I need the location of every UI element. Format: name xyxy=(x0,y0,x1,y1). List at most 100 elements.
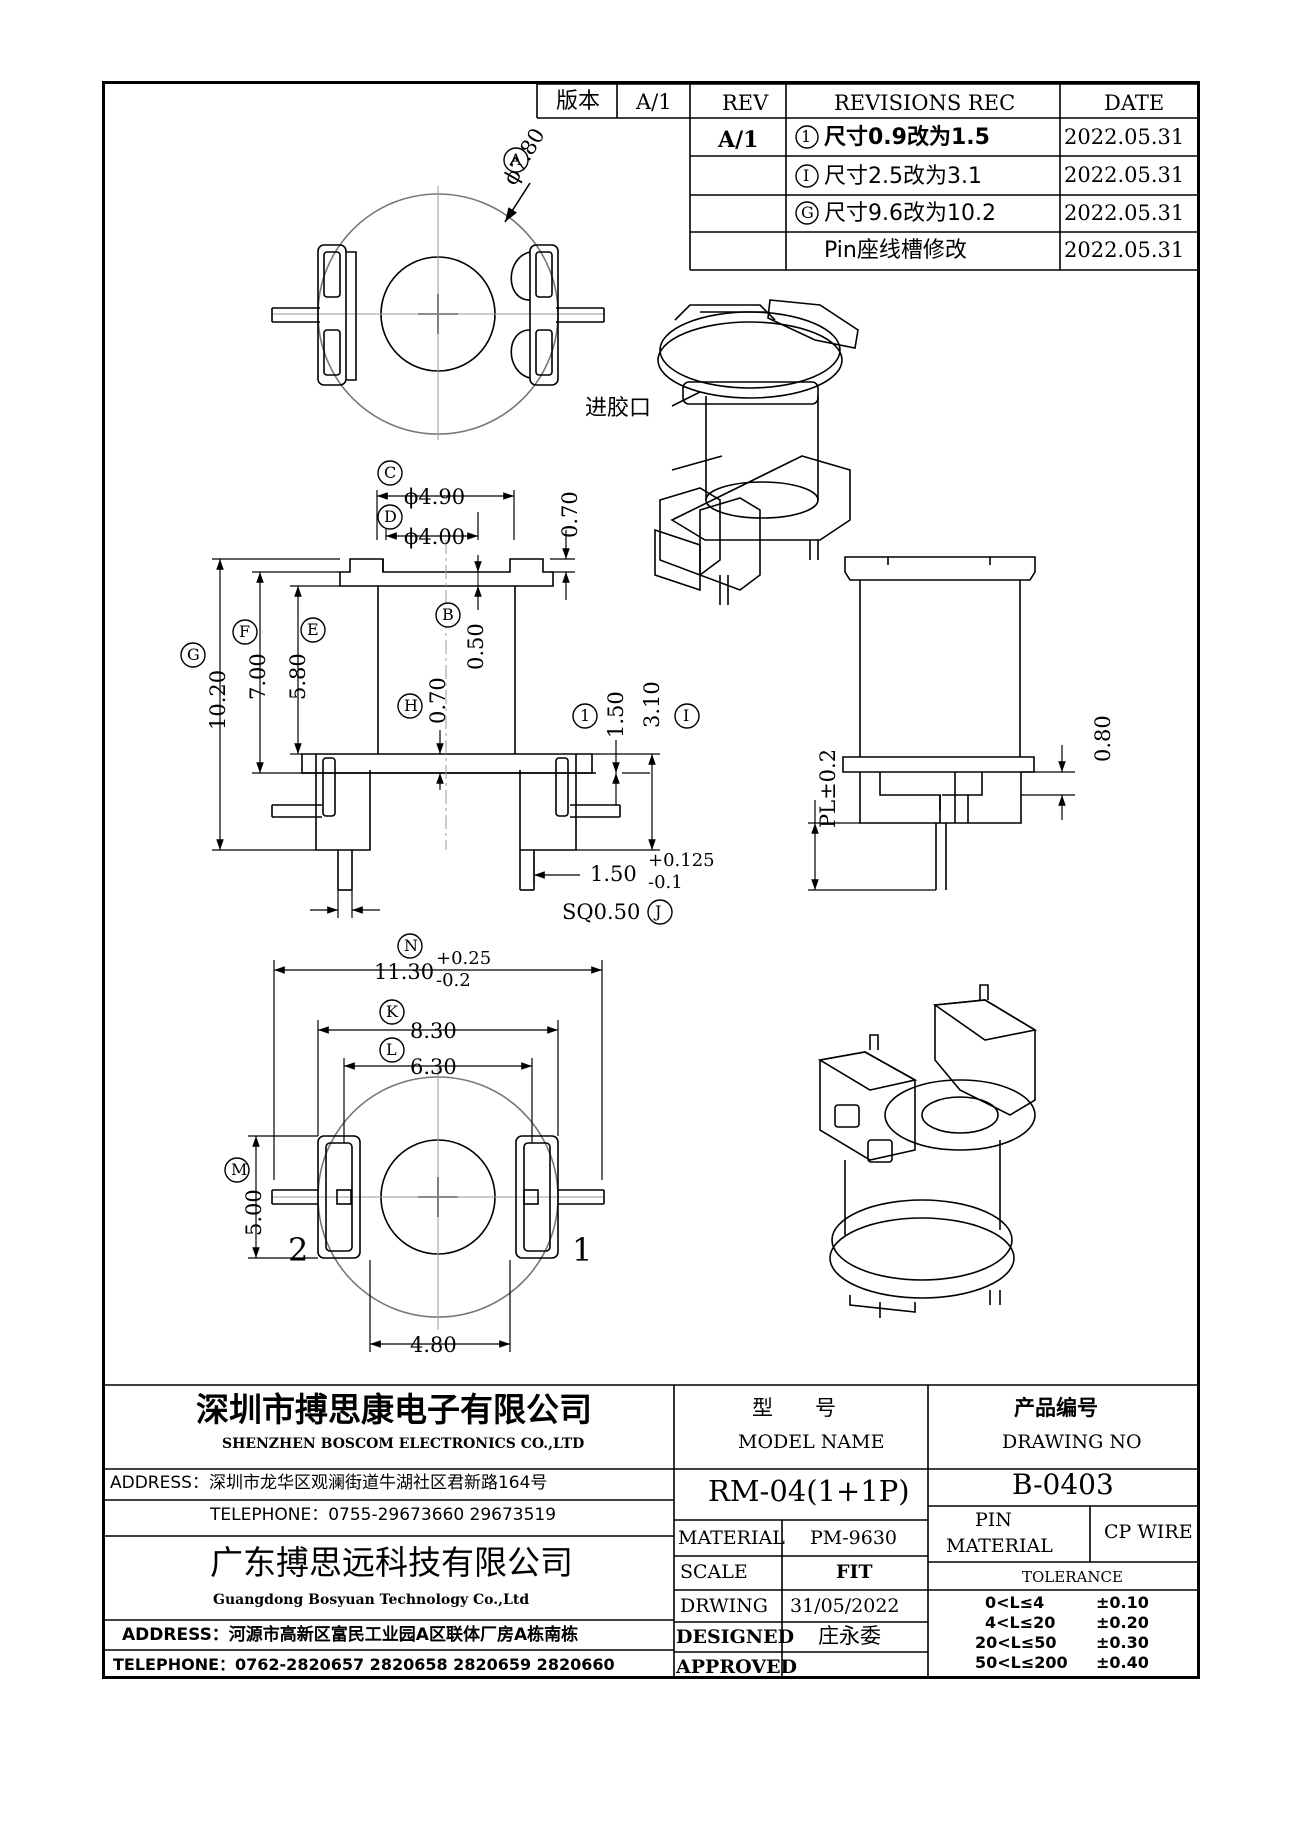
callout-b: B xyxy=(442,605,454,624)
telephone1: TELEPHONE：0755-29673660 29673519 xyxy=(210,1505,557,1525)
revision-row-text: 尺寸0.9改为1.5 xyxy=(824,125,990,150)
revision-mark: 1 xyxy=(801,127,812,146)
tolerance-range: 4<L≤20 xyxy=(985,1613,1056,1632)
dim-g-1020: 10.20 xyxy=(206,669,230,730)
address1: ADDRESS：深圳市龙华区观澜街道牛湖社区君新路164号 xyxy=(110,1473,548,1493)
revision-mark: G xyxy=(801,203,814,222)
revision-row-date: 2022.05.31 xyxy=(1064,238,1185,262)
callout-e: E xyxy=(307,620,319,639)
dim-pin-tol-down: -0.1 xyxy=(648,872,683,893)
front-view xyxy=(212,490,660,918)
tolerance-value: ±0.10 xyxy=(1096,1593,1149,1612)
revision-mark: I xyxy=(803,166,810,185)
model-label-en: MODEL NAME xyxy=(738,1431,885,1453)
drawing-label-en: DRAWING NO xyxy=(1002,1431,1142,1453)
model-value: RM-04(1+1P) xyxy=(708,1474,910,1508)
tolerance-value: ±0.40 xyxy=(1096,1653,1149,1672)
inlet-label: 进胶口 xyxy=(585,396,652,421)
dim-flange-070: 0.70 xyxy=(558,491,582,538)
dim-k-830: 8.30 xyxy=(410,1019,457,1043)
callout-a: A xyxy=(510,150,522,169)
isometric-view-2 xyxy=(817,984,1038,1318)
callout-n: N xyxy=(404,936,418,955)
callout-h: H xyxy=(404,696,418,715)
revision-row-date: 2022.05.31 xyxy=(1064,201,1185,225)
callout-d: D xyxy=(384,507,397,526)
dim-j-sq: SQ0.50 xyxy=(562,900,641,924)
revision-row-date: 2022.05.31 xyxy=(1064,163,1185,187)
callout-f: F xyxy=(239,622,251,641)
dim-n-tol-down: -0.2 xyxy=(436,970,471,991)
dim-c-diameter: ϕ4.90 xyxy=(404,485,466,509)
dim-d-diameter: ϕ4.00 xyxy=(404,525,466,549)
approved-label: APPROVED xyxy=(676,1656,798,1678)
dim-h-070: 0.70 xyxy=(426,677,450,724)
company1-en: SHENZHEN BOSCOM ELECTRONICS CO.,LTD xyxy=(222,1436,585,1452)
designed-value: 庄永委 xyxy=(818,1624,881,1648)
dim-m-500: 5.00 xyxy=(242,1189,266,1236)
dim-e-580: 5.80 xyxy=(286,653,310,700)
address2: ADDRESS：河源市高新区富民工业园A区联体厂房A栋南栋 xyxy=(122,1625,579,1645)
pin-number-2: 2 xyxy=(288,1231,309,1269)
isometric-view-1 xyxy=(654,299,859,605)
revision-row-text: Pin座线槽修改 xyxy=(824,238,967,263)
tolerance-range: 0<L≤4 xyxy=(985,1593,1045,1612)
drawing-label-cn: 产品编号 xyxy=(1014,1396,1098,1420)
callout-m: M xyxy=(231,1160,248,1179)
scale-value: FIT xyxy=(836,1561,873,1583)
revisions-rec-header: REVISIONS REC xyxy=(834,91,1016,115)
drawing-value: B-0403 xyxy=(1012,1468,1114,1501)
revision-row-text: 尺寸2.5改为3.1 xyxy=(824,164,982,189)
top-view xyxy=(271,182,605,440)
dim-bottom-480: 4.80 xyxy=(410,1333,457,1357)
company2-cn: 广东搏思远科技有限公司 xyxy=(210,1543,573,1582)
company2-en: Guangdong Bosyuan Technology Co.,Ltd xyxy=(213,1592,530,1608)
dim-b-050: 0.50 xyxy=(464,623,488,670)
version-value: A/1 xyxy=(636,90,672,114)
dim-side-080: 0.80 xyxy=(1091,715,1115,762)
pin-material-line1: PIN xyxy=(975,1509,1012,1531)
dim-n-1130: 11.30 xyxy=(374,960,435,984)
model-label-cn: 型 号 xyxy=(752,1396,836,1420)
drwing-label: DRWING xyxy=(680,1595,768,1617)
tolerance-value: ±0.30 xyxy=(1096,1633,1149,1652)
callout-c: C xyxy=(384,463,397,482)
pin-material-line2: MATERIAL xyxy=(946,1535,1053,1557)
callout-j: J xyxy=(655,902,662,921)
scale-label: SCALE xyxy=(680,1561,748,1583)
pin-material-value: CP WIRE xyxy=(1104,1521,1193,1543)
telephone2: TELEPHONE：0762-2820657 2820658 2820659 2… xyxy=(113,1655,615,1674)
material-value: PM-9630 xyxy=(810,1527,898,1549)
version-label: 版本 xyxy=(556,89,601,114)
drawing-frame xyxy=(102,81,1200,1679)
revision-table-grid xyxy=(536,83,1200,271)
dim-i-310: 3.10 xyxy=(640,681,664,728)
bottom-view xyxy=(248,960,605,1352)
title-block-grid xyxy=(102,1384,1200,1679)
side-view xyxy=(808,556,1075,891)
pin-number-1: 1 xyxy=(572,1231,593,1269)
dim-1-150: 1.50 xyxy=(604,691,628,738)
dim-l-630: 6.30 xyxy=(410,1055,457,1079)
dim-pin-tol-up: +0.125 xyxy=(648,850,715,871)
callout-circles xyxy=(180,125,819,1183)
tolerance-range: 20<L≤50 xyxy=(975,1633,1057,1652)
dim-pin-length: 1.50 xyxy=(590,862,637,886)
designed-label: DESIGNED xyxy=(676,1626,795,1648)
tolerance-range: 50<L≤200 xyxy=(975,1653,1068,1672)
dim-f-700: 7.00 xyxy=(246,653,270,700)
callout-i: I xyxy=(683,706,690,725)
callout-l: L xyxy=(386,1040,397,1059)
tolerance-value: ±0.20 xyxy=(1096,1613,1149,1632)
dim-n-tol-up: +0.25 xyxy=(436,948,492,969)
date-header: DATE xyxy=(1104,91,1165,115)
rev-header: REV xyxy=(722,91,769,115)
revision-row-rev: A/1 xyxy=(718,127,759,153)
callout-g: G xyxy=(187,645,200,664)
revision-row-date: 2022.05.31 xyxy=(1064,125,1185,149)
callout-k: K xyxy=(386,1002,398,1021)
callout-1: 1 xyxy=(580,706,591,725)
dim-pl: PL±0.2 xyxy=(816,748,840,828)
drwing-value: 31/05/2022 xyxy=(790,1595,900,1617)
